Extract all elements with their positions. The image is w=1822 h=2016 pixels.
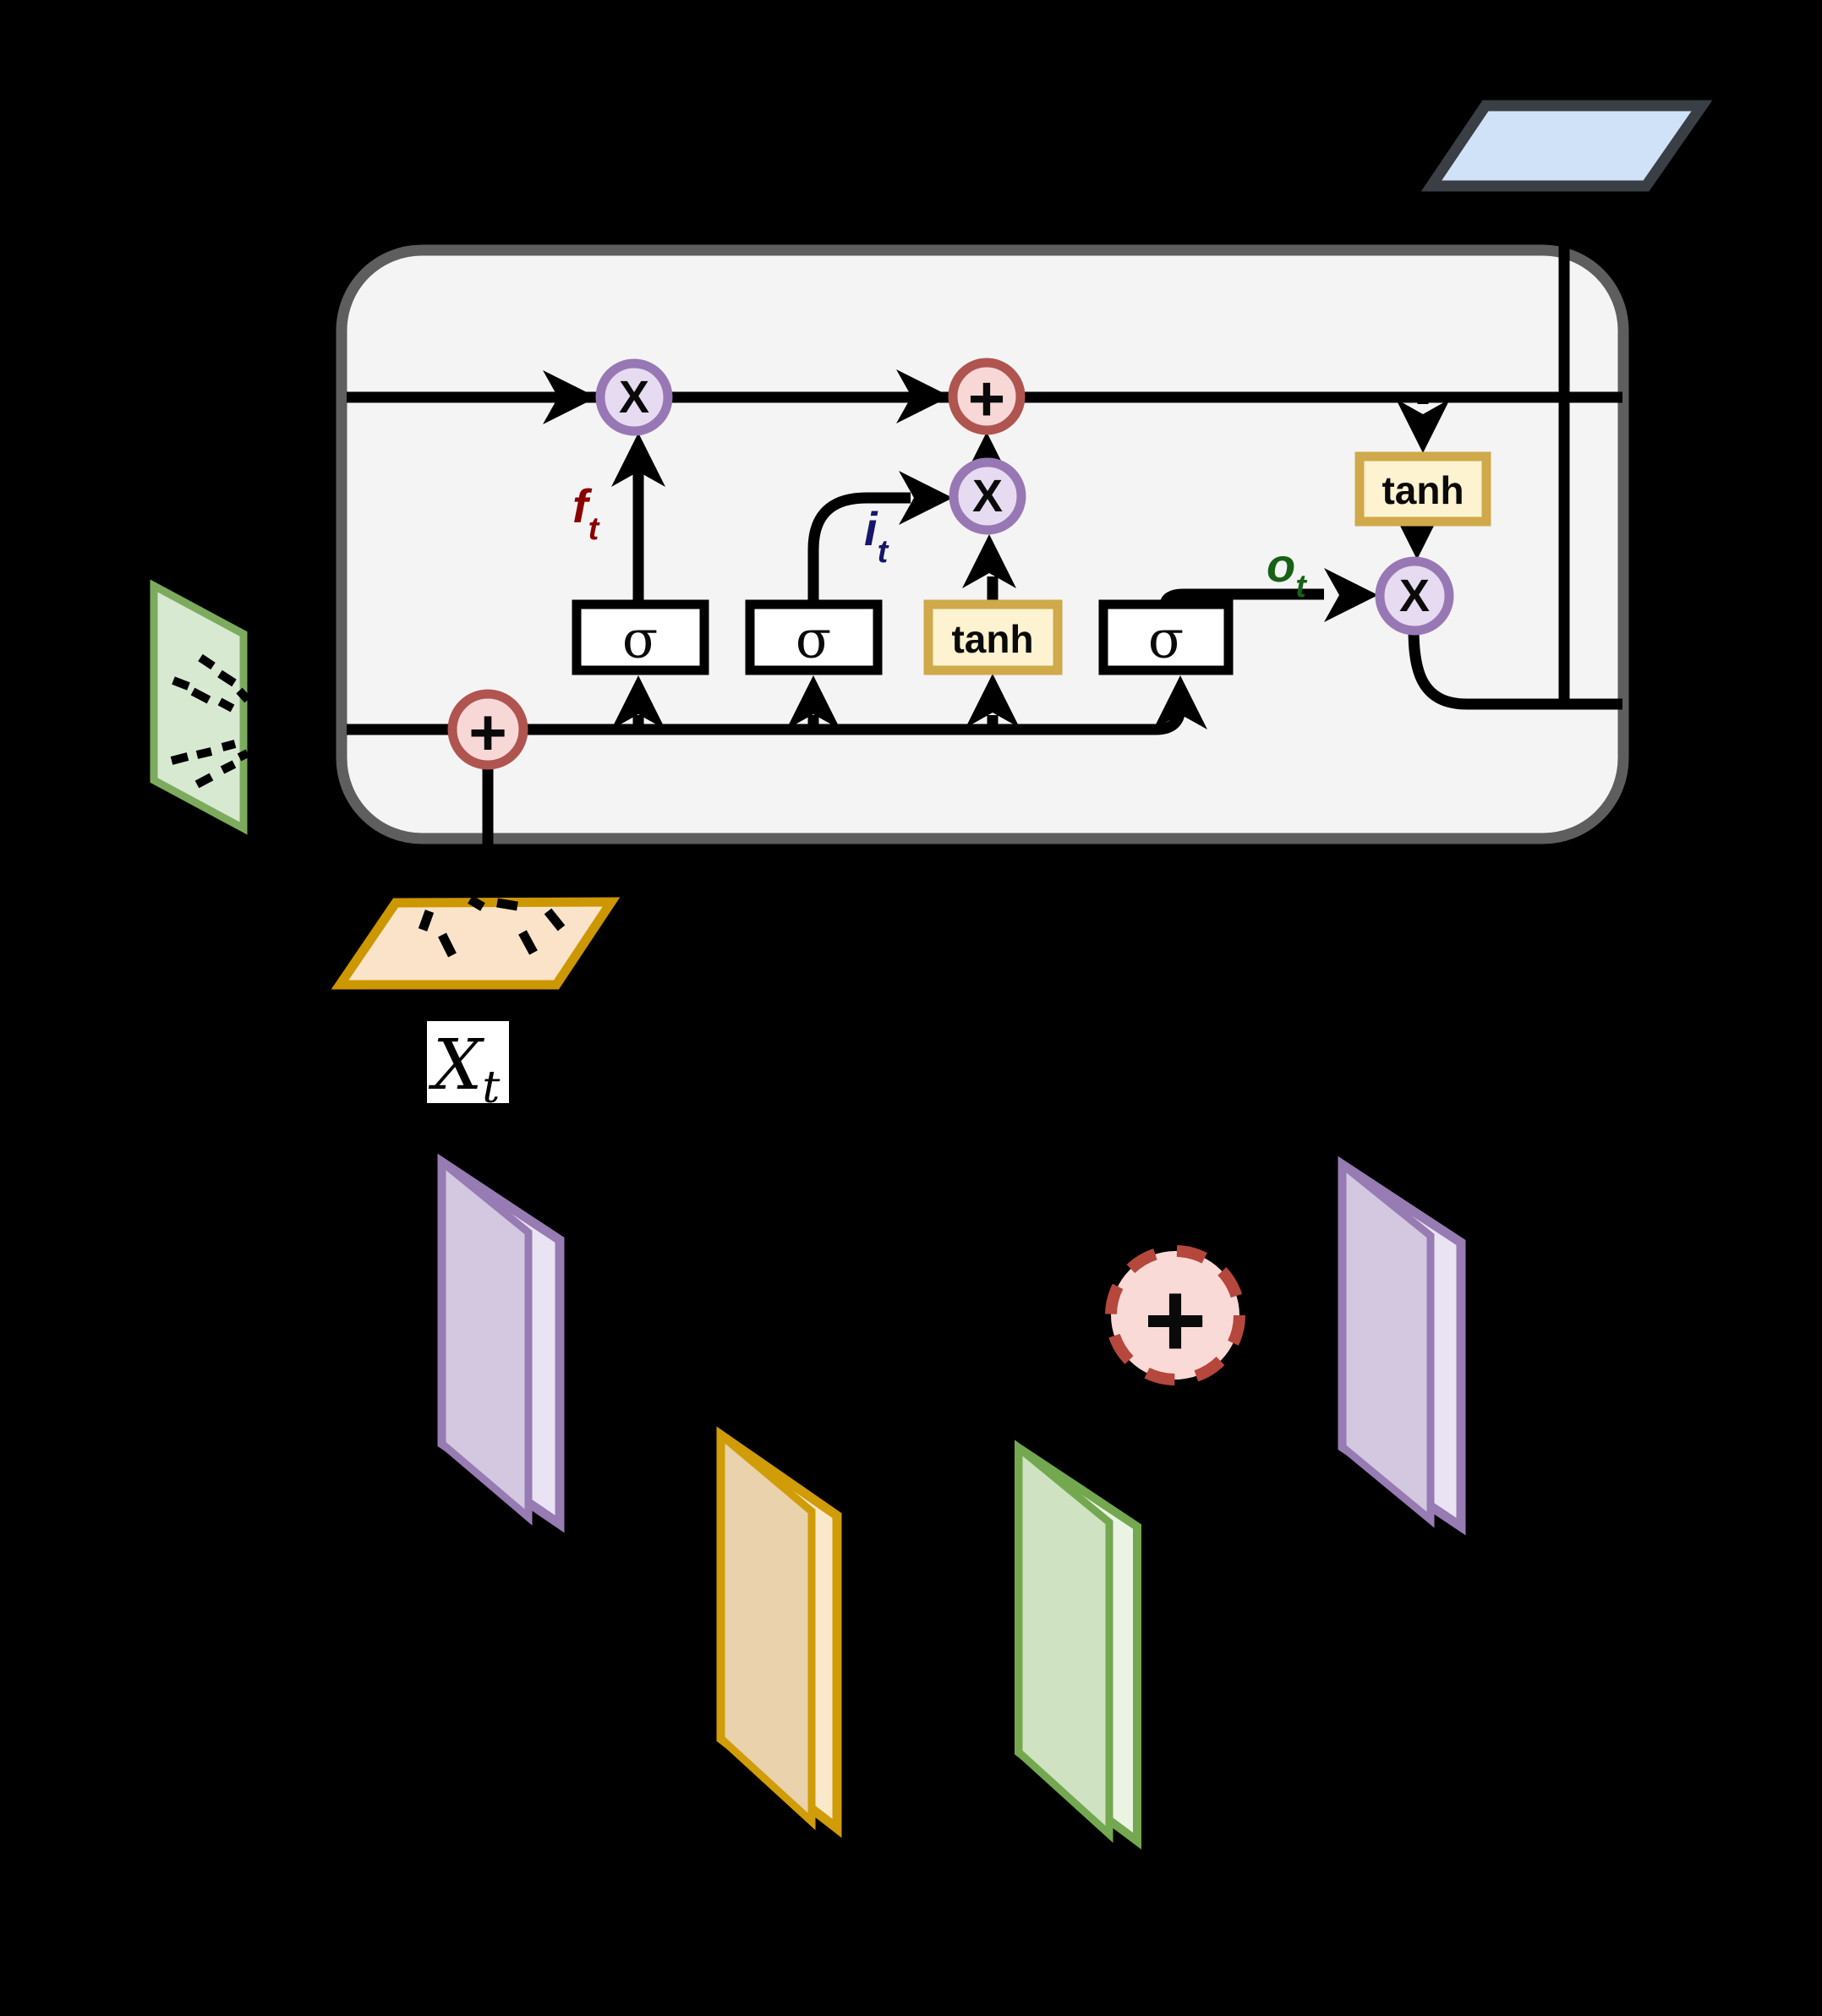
- output-signal-label: ot: [1267, 538, 1307, 604]
- slab-front: [1338, 1156, 1435, 1528]
- output-multiply-op: [1375, 556, 1454, 636]
- input-label-box: [427, 1021, 509, 1103]
- input-sum-add-glyph: +: [468, 695, 507, 769]
- arrow-bus-up-1: [611, 675, 665, 729]
- arrow-ot-right: [1324, 568, 1378, 622]
- slab-front: [1015, 1440, 1113, 1844]
- arrow-into-output-tanh: [1396, 399, 1450, 453]
- arrow-input-right: [899, 471, 953, 525]
- input-sigmoid-label: σ: [796, 609, 831, 670]
- feature-slab-purple-right: [1338, 1156, 1466, 1536]
- hidden-input-kernel-dashes: [170, 653, 251, 789]
- fusion-add-circle: [1105, 1245, 1245, 1385]
- feature-slab-green: [1015, 1440, 1141, 1849]
- input-frame-plane-shape: [331, 897, 621, 990]
- input-multiply-glyph: X: [972, 471, 1003, 522]
- fusion-add-glyph: +: [1144, 1260, 1207, 1381]
- forget-multiply-op: [595, 358, 673, 436]
- arrow-into-forget-multiply: [543, 370, 597, 424]
- output-sigmoid-label: σ: [1148, 609, 1184, 670]
- lstm-cell-body: [336, 244, 1629, 844]
- forget-multiply-glyph: X: [619, 372, 649, 423]
- input-multiply-op: [949, 457, 1026, 535]
- forget-sigmoid-label: σ: [622, 609, 658, 670]
- input-sum-add-op: [447, 689, 528, 770]
- slab-front: [717, 1427, 816, 1831]
- candidate-tanh-gate: [923, 599, 1063, 675]
- feature-slab-purple-left: [437, 1153, 565, 1533]
- arrow-bus-into-output-gate: [1153, 675, 1207, 729]
- input-label-text: Xt: [428, 1025, 500, 1113]
- input-signal-label: it: [864, 502, 889, 570]
- arrow-forget-up: [611, 433, 665, 487]
- output-hidden-plane: [1420, 100, 1713, 192]
- input-gate-curve: [807, 492, 911, 604]
- arrow-bus-up-3: [966, 674, 1020, 728]
- output-multiply-glyph: X: [1399, 571, 1430, 621]
- fusion-add-op: +: [1105, 1245, 1245, 1385]
- hidden-input-plane: [150, 579, 251, 835]
- arrow-bus-up-2: [786, 675, 840, 729]
- gate-boxes: σ σ tanh σ tanh: [572, 451, 1491, 675]
- cell-add-op: [948, 358, 1026, 435]
- candidate-tanh-label: tanh: [951, 617, 1033, 661]
- hidden-exit-curve: [1408, 628, 1622, 710]
- input-frame-plane: [331, 895, 621, 990]
- cell-add-glyph: +: [968, 363, 1005, 435]
- input-label: Xt: [427, 1021, 509, 1113]
- output-sigmoid-gate: [1098, 599, 1234, 675]
- hidden-input-plane-shape: [150, 579, 248, 835]
- input-frame-kernel-dashes: [418, 895, 566, 958]
- arrow-candidate-up: [962, 534, 1016, 588]
- feature-slab-orange: [716, 1426, 842, 1838]
- input-sigmoid-gate: [745, 599, 883, 675]
- output-tanh-box: [1354, 451, 1491, 527]
- arrow-into-cell-add: [896, 369, 950, 423]
- slab-front: [438, 1154, 533, 1526]
- output-tanh-label: tanh: [1382, 468, 1464, 512]
- forget-sigmoid-gate: [572, 599, 709, 675]
- operator-circles: X + X X +: [447, 358, 1454, 770]
